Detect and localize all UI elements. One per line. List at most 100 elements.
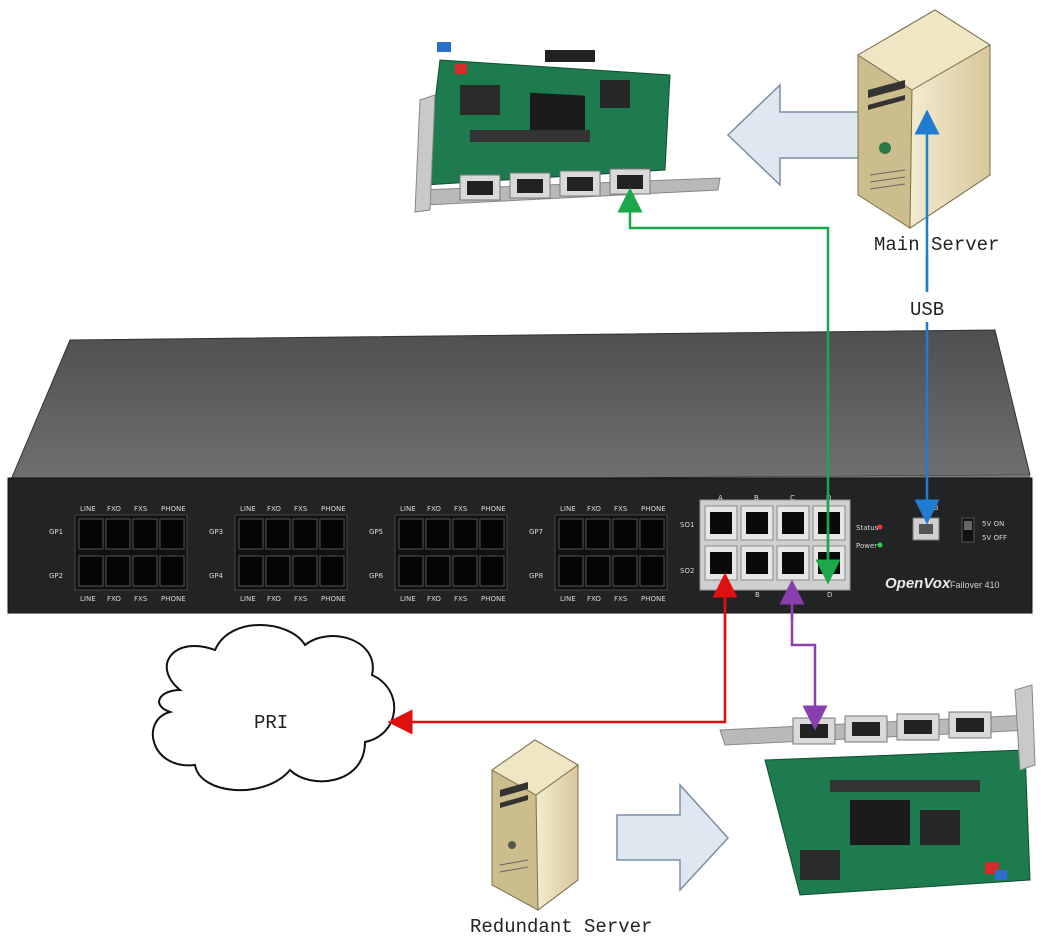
transfer-arrow-top — [726, 83, 861, 187]
power-led-label: Power — [856, 542, 877, 550]
group-label-bottom: GP8 — [529, 572, 543, 580]
port-header-bottom: FXS — [454, 595, 468, 603]
so-port-letter-bottom: D — [827, 591, 832, 599]
rj11-port — [319, 555, 345, 587]
group-label-top: GP1 — [49, 528, 63, 536]
port-header-bottom: FXS — [134, 595, 148, 603]
port-header-bottom: LINE — [400, 595, 416, 603]
port-header-top: FXO — [587, 505, 601, 513]
brand-logo: OpenVox — [885, 575, 951, 592]
port-header-top: PHONE — [321, 505, 346, 513]
so-port-letter-top: A — [718, 494, 723, 502]
group-label-bottom: GP6 — [369, 572, 384, 580]
rj11-port — [558, 555, 584, 587]
pri-cloud — [151, 624, 396, 791]
rj11-port — [159, 518, 185, 550]
top-pci-card — [414, 42, 721, 213]
rj11-port — [639, 518, 665, 550]
green-link — [617, 187, 830, 570]
model-label: Failover 410 — [950, 580, 1000, 590]
group-label-top: GP3 — [209, 528, 223, 536]
port-header-top: FXO — [107, 505, 121, 513]
rj11-port — [78, 555, 104, 587]
port-header-top: PHONE — [481, 505, 506, 513]
rj11-port — [585, 518, 611, 550]
rj11-port — [612, 555, 638, 587]
port-header-bottom: FXO — [427, 595, 441, 603]
main-server-label: Main Server — [874, 234, 999, 256]
port-header-top: FXS — [134, 505, 148, 513]
status-led-label: Status — [856, 524, 879, 532]
usb-label: USB — [910, 299, 944, 321]
rj11-port — [78, 518, 104, 550]
main-server — [857, 9, 991, 229]
so-label-2: SO2 — [680, 567, 694, 575]
port-header-top: LINE — [240, 505, 256, 513]
port-header-bottom: FXS — [614, 595, 628, 603]
rj11-port — [132, 518, 158, 550]
rj11-port — [238, 518, 264, 550]
port-header-bottom: FXO — [267, 595, 281, 603]
rj11-port — [425, 518, 451, 550]
so-port-letter-top: C — [790, 494, 795, 502]
port-header-bottom: LINE — [560, 595, 576, 603]
port-header-top: FXS — [454, 505, 468, 513]
rj11-port — [265, 518, 291, 550]
group-label-top: GP5 — [369, 528, 383, 536]
rj11-port — [292, 555, 318, 587]
port-header-bottom: FXO — [587, 595, 601, 603]
port-header-bottom: FXS — [294, 595, 308, 603]
rj11-port — [105, 555, 131, 587]
port-header-bottom: LINE — [80, 595, 96, 603]
bottom-pci-card — [719, 684, 1036, 896]
port-header-bottom: PHONE — [321, 595, 346, 603]
so-port-letter-bottom: B — [755, 591, 760, 599]
redundant-server — [491, 739, 579, 911]
port-header-top: FXS — [614, 505, 628, 513]
group-label-bottom: GP2 — [49, 572, 63, 580]
rj11-port — [452, 518, 478, 550]
switch-off-label: 5V OFF — [982, 534, 1007, 542]
rj11-port — [398, 518, 424, 550]
so-label-1: SO1 — [680, 521, 694, 529]
port-header-top: FXO — [267, 505, 281, 513]
rj11-port — [132, 555, 158, 587]
port-header-bottom: PHONE — [481, 595, 506, 603]
group-label-bottom: GP4 — [209, 572, 224, 580]
rj11-port — [238, 555, 264, 587]
rj11-port — [319, 518, 345, 550]
port-header-bottom: FXO — [107, 595, 121, 603]
power-led — [877, 542, 883, 548]
group-label-top: GP7 — [529, 528, 543, 536]
port-header-top: FXS — [294, 505, 308, 513]
port-header-top: PHONE — [641, 505, 666, 513]
redundant-server-label: Redundant Server — [470, 916, 652, 938]
rj11-port — [105, 518, 131, 550]
rj11-port — [479, 555, 505, 587]
port-header-bottom: LINE — [240, 595, 256, 603]
port-header-top: PHONE — [161, 505, 186, 513]
rj11-port — [639, 555, 665, 587]
switch-on-label: 5V ON — [982, 520, 1004, 528]
pri-label: PRI — [254, 712, 288, 734]
port-header-top: LINE — [80, 505, 96, 513]
rj11-port — [425, 555, 451, 587]
rj11-port — [479, 518, 505, 550]
rj11-port — [159, 555, 185, 587]
rj11-port — [398, 555, 424, 587]
port-header-bottom: PHONE — [641, 595, 666, 603]
port-header-bottom: PHONE — [161, 595, 186, 603]
rj11-port — [612, 518, 638, 550]
port-header-top: LINE — [560, 505, 576, 513]
rj11-port — [265, 555, 291, 587]
port-header-top: LINE — [400, 505, 416, 513]
rj11-port — [585, 555, 611, 587]
port-header-top: FXO — [427, 505, 441, 513]
rj11-port — [292, 518, 318, 550]
